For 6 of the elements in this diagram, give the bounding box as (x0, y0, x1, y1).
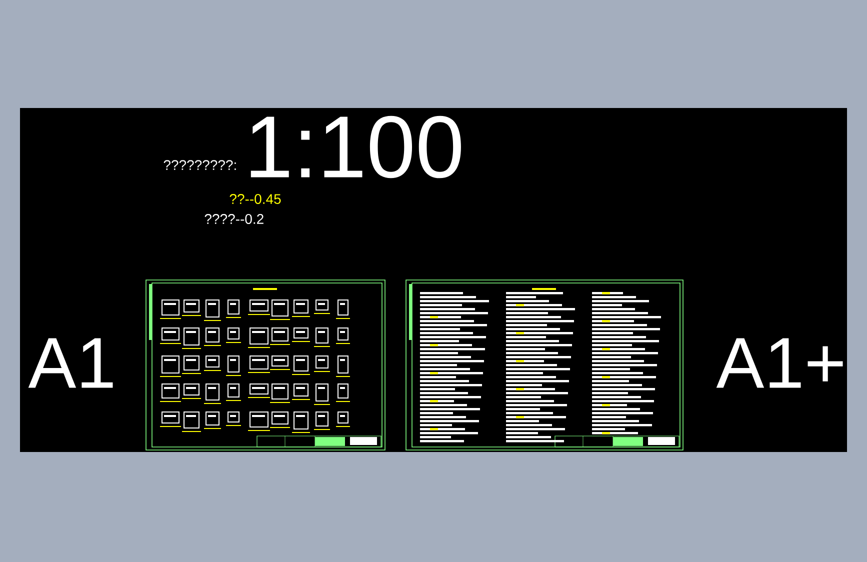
scale-text: 1:100 (250, 116, 461, 178)
note-text: ????--0.2 (204, 214, 264, 224)
sheet-size-text: A1 (28, 338, 113, 388)
note-text: ??--0.45 (230, 194, 281, 204)
note-text: ?????????: (164, 160, 236, 170)
sheet-size-text: A1+ (716, 338, 843, 388)
